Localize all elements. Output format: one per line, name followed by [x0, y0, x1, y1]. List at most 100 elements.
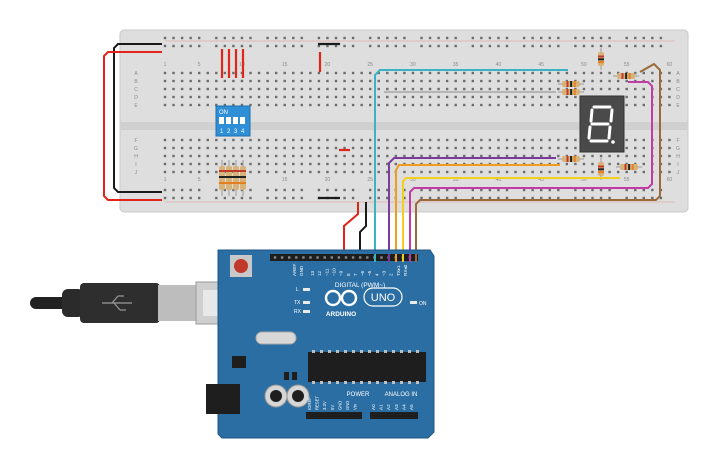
- row-letter: G: [676, 146, 680, 152]
- digital-pin-label: ~5: [367, 270, 372, 276]
- wire-cyan: [374, 69, 568, 256]
- dip-switch-toggles[interactable]: [219, 117, 245, 124]
- seven-segment-digit: [587, 105, 614, 143]
- analog-pin-label: A4: [401, 404, 406, 410]
- column-number-bottom: 30: [410, 177, 416, 183]
- column-number-bottom: 1: [164, 177, 167, 183]
- analog-pin-label: A0: [371, 404, 376, 410]
- red-jumpers[interactable]: [220, 49, 350, 152]
- power-pin-label: RESET: [315, 396, 320, 410]
- row-letter: F: [134, 138, 137, 144]
- crystal: [255, 331, 297, 345]
- column-number-top: 40: [496, 62, 502, 68]
- dip-switch-pos-4: 4: [241, 129, 245, 135]
- digital-pin-label: 2: [389, 273, 394, 276]
- analog-pin-label: A5: [409, 404, 414, 410]
- column-number-top: 5: [198, 62, 201, 68]
- digital-pin-label: 8: [346, 273, 351, 276]
- digital-pin-label: ~3: [382, 270, 387, 276]
- power-pin-label: GND: [337, 401, 342, 410]
- led-l-label: L: [296, 287, 299, 293]
- power-pin-label: IOREF: [307, 397, 312, 410]
- row-letter: H: [676, 154, 680, 160]
- row-letter: B: [134, 79, 138, 85]
- analog-label: ANALOG IN: [385, 392, 418, 398]
- dip-switch-pos-1: 1: [220, 129, 224, 135]
- wire-yellow: [402, 177, 620, 256]
- resistors-display[interactable]: [558, 48, 642, 180]
- analog-header[interactable]: [370, 412, 418, 419]
- digital-pin-label: ~6: [360, 270, 365, 276]
- column-number-top: 50: [581, 62, 587, 68]
- column-number-top: 45: [538, 62, 544, 68]
- resistor-group-dip[interactable]: [219, 160, 246, 196]
- digital-pin-label: RX◂0: [403, 264, 408, 276]
- model-name: UNO: [371, 292, 396, 304]
- digital-pin-label: GND: [299, 265, 304, 276]
- column-number-top: 30: [410, 62, 416, 68]
- voltage-regulator: [232, 356, 246, 368]
- digital-pin-label: ~11: [324, 268, 329, 276]
- dip-switch-pos-3: 3: [234, 129, 238, 135]
- left-rail-wires[interactable]: [103, 43, 162, 201]
- column-number-bottom: 60: [667, 177, 673, 183]
- breadboard[interactable]: 151015202530354045505560 151015202530354…: [119, 29, 689, 213]
- row-letter: A: [676, 71, 680, 77]
- row-letter: A: [134, 71, 138, 77]
- dip-switch-pos-2: 2: [227, 129, 231, 135]
- column-number-top: 55: [624, 62, 630, 68]
- arduino-brand: ARDUINO: [326, 311, 356, 318]
- wire-ends: [374, 254, 417, 262]
- row-letter: D: [134, 95, 138, 101]
- wire-purple: [388, 157, 556, 256]
- row-letter: F: [676, 138, 679, 144]
- column-number-bottom: 55: [624, 177, 630, 183]
- power-pin-label: 5V: [330, 405, 335, 410]
- row-letter: J: [135, 170, 138, 176]
- wire-brown: [415, 62, 661, 256]
- usb-icon: [102, 295, 132, 311]
- row-letter: D: [676, 95, 680, 101]
- on-led-label: ON: [419, 301, 427, 307]
- column-number-top: 20: [325, 62, 331, 68]
- column-number-bottom: 25: [367, 177, 373, 183]
- column-number-bottom: 40: [496, 177, 502, 183]
- digital-pin-label: ~9: [339, 270, 344, 276]
- analog-pin-label: A1: [379, 404, 384, 410]
- column-number-top: 60: [667, 62, 673, 68]
- row-letter: E: [676, 103, 680, 109]
- power-pin-label: GND: [345, 401, 350, 410]
- dc-power-jack[interactable]: [206, 384, 240, 414]
- column-number-bottom: 15: [282, 177, 288, 183]
- row-letter: H: [134, 154, 138, 160]
- seven-segment-display[interactable]: [579, 95, 625, 153]
- power-header[interactable]: [306, 412, 362, 419]
- wire-orange: [395, 164, 560, 256]
- digital-pin-label: 4: [374, 273, 379, 276]
- digital-pin-label: 7: [353, 273, 358, 276]
- usb-cable[interactable]: [30, 281, 249, 325]
- digital-pin-label: 12: [317, 270, 322, 276]
- power-pin-label: 3.3V: [322, 401, 327, 410]
- digital-pin-label: ~10: [331, 268, 336, 276]
- reset-button[interactable]: [230, 255, 252, 277]
- digital-label: DIGITAL (PWM~): [335, 282, 385, 289]
- row-letter: B: [676, 79, 680, 85]
- analog-pin-label: A3: [394, 404, 399, 410]
- dip-switch[interactable]: ON 1 2 3 4: [215, 105, 251, 137]
- row-letter: G: [134, 146, 138, 152]
- digital-pin-label: TX▸1: [396, 265, 401, 276]
- column-number-top: 25: [367, 62, 373, 68]
- breadboard-column-numbers-bottom: 151015202530354045505560: [164, 177, 673, 183]
- black-jumpers[interactable]: [318, 42, 340, 200]
- column-number-bottom: 45: [538, 177, 544, 183]
- row-letter: I: [677, 162, 678, 168]
- arduino-logo-icon: [324, 289, 358, 307]
- microcontroller-chip: [308, 350, 426, 384]
- dip-switch-on-label: ON: [219, 110, 228, 116]
